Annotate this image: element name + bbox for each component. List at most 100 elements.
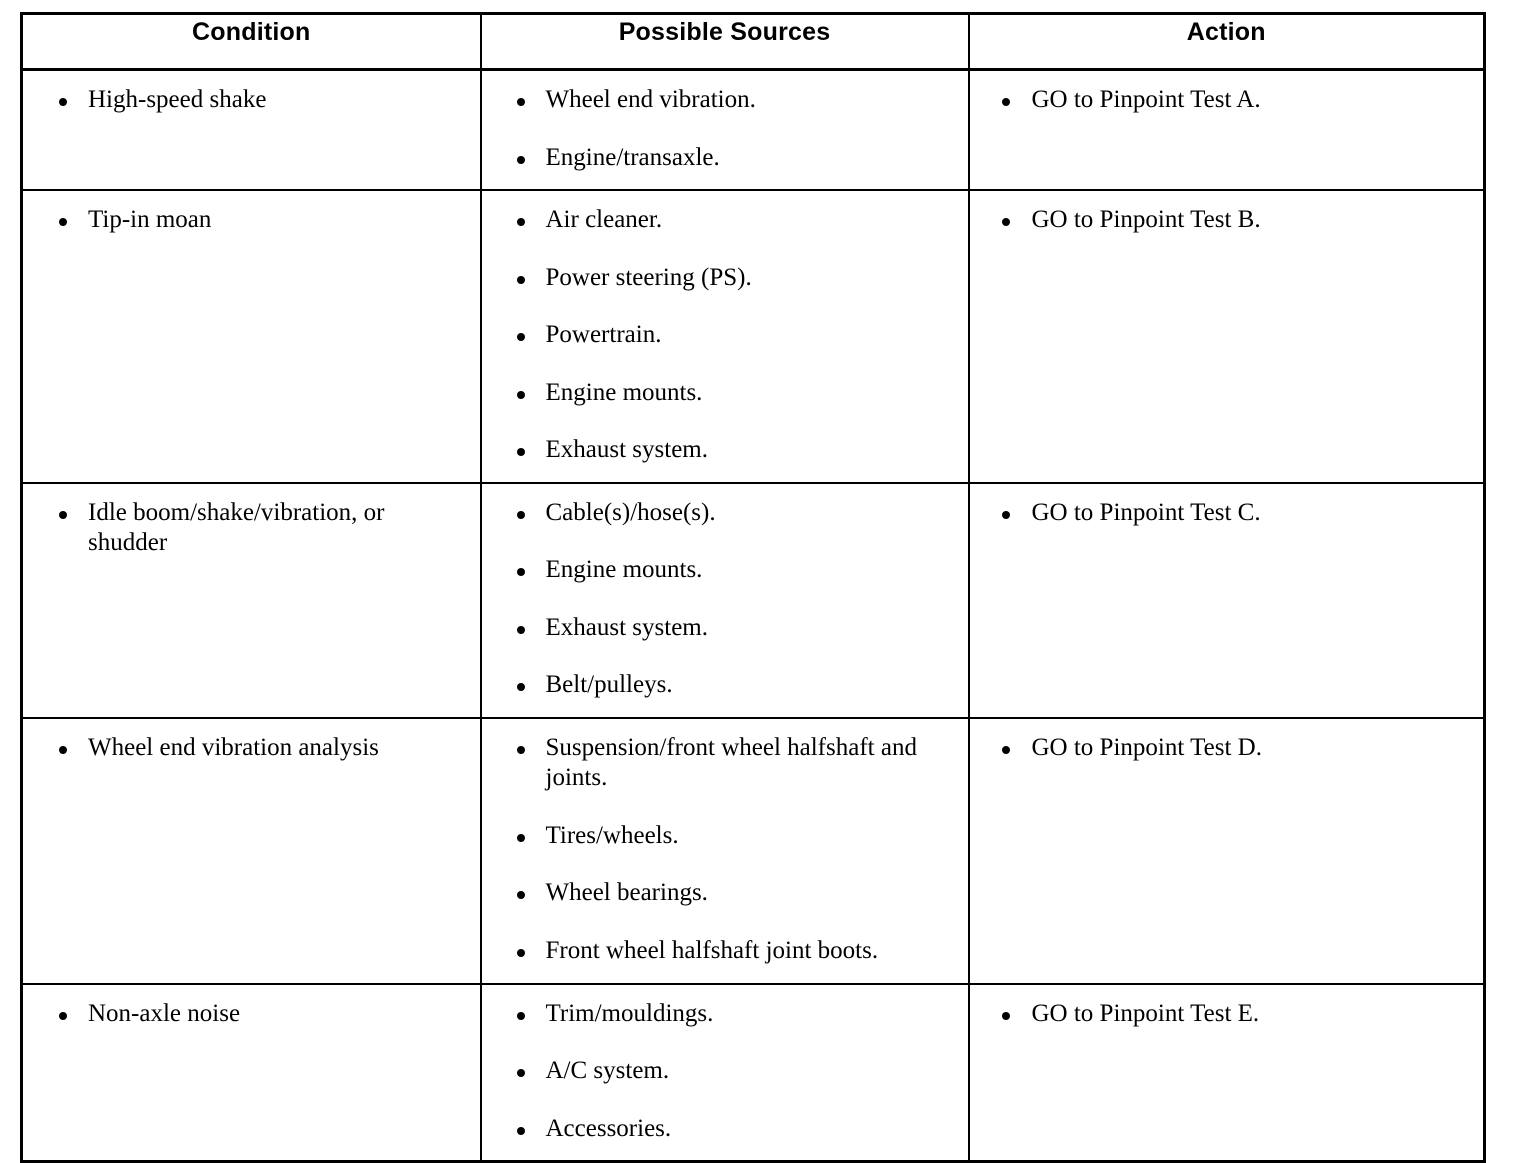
list-item: Trim/mouldings. [492, 999, 958, 1030]
bullet-icon [516, 510, 525, 519]
list-item-label: Exhaust system. [545, 613, 709, 641]
condition-list: High-speed shake [33, 85, 470, 116]
bullet-icon [1001, 510, 1010, 519]
list-item-label: A/C system. [545, 1057, 670, 1084]
cell-possible-sources: Air cleaner. Power steering (PS). Powert… [479, 189, 970, 484]
list-item: High-speed shake [33, 85, 470, 116]
bullet-icon [516, 948, 525, 957]
action-list: GO to Pinpoint Test D. [980, 733, 1474, 764]
list-item-label: Air cleaner. [545, 206, 663, 233]
cell-condition: Wheel end vibration analysis [20, 716, 482, 985]
list-item-label: GO to Pinpoint Test A. [1031, 86, 1261, 113]
list-item: GO to Pinpoint Test E. [980, 999, 1474, 1030]
bullet-icon [516, 448, 525, 456]
list-item-label: Wheel bearings. [545, 879, 708, 906]
action-list: GO to Pinpoint Test E. [980, 999, 1474, 1030]
bullet-icon [516, 390, 525, 399]
cell-condition: Non-axle noise [20, 982, 482, 1163]
bullet-icon [516, 568, 525, 576]
bullet-icon [516, 275, 525, 284]
list-item-label: High-speed shake [88, 86, 267, 113]
cell-action: GO to Pinpoint Test C. [967, 481, 1486, 719]
list-item: Wheel end vibration. [492, 85, 958, 116]
bullet-icon [1001, 745, 1010, 754]
cell-possible-sources: Wheel end vibration. Engine/transaxle. [479, 68, 970, 191]
cell-possible-sources: Suspension/front wheel halfshaft and joi… [479, 716, 970, 985]
sources-list: Cable(s)/hose(s). Engine mounts. Exhaust… [492, 498, 958, 701]
list-item: Wheel bearings. [492, 878, 958, 909]
list-item: GO to Pinpoint Test D. [980, 733, 1474, 764]
list-item: A/C system. [492, 1056, 958, 1087]
action-list: GO to Pinpoint Test C. [980, 498, 1474, 529]
list-item-label: Engine/transaxle. [545, 143, 720, 171]
bullet-icon [59, 745, 67, 754]
list-item-label: GO to Pinpoint Test E. [1031, 999, 1260, 1027]
list-item-label: Non-axle noise [88, 999, 241, 1027]
bullet-icon [516, 1069, 525, 1077]
sources-list: Suspension/front wheel halfshaft and joi… [492, 733, 958, 967]
list-item: GO to Pinpoint Test C. [980, 498, 1474, 529]
bullet-icon [59, 218, 67, 226]
condition-list: Tip-in moan [33, 205, 470, 236]
list-item-label: Accessories. [545, 1114, 672, 1142]
bullet-icon [516, 745, 525, 754]
bullet-icon [516, 155, 525, 164]
list-item-label: Exhaust system. [545, 436, 709, 463]
list-item-label: Cable(s)/hose(s). [545, 498, 716, 526]
bullet-icon [516, 625, 525, 634]
list-item: Exhaust system. [492, 435, 958, 466]
header-row: Condition Possible Sources Action [20, 12, 1486, 71]
cell-condition: High-speed shake [20, 68, 482, 191]
list-item: Belt/pulleys. [492, 670, 958, 701]
list-item-label: Trim/mouldings. [545, 999, 714, 1027]
list-item-label: Suspension/front wheel halfshaft and joi… [545, 733, 917, 792]
list-item: Wheel end vibration analysis [33, 733, 470, 764]
diagnostic-symptom-table: Condition Possible Sources Action High-s… [20, 12, 1486, 1163]
list-item: Air cleaner. [492, 205, 958, 236]
column-header-action: Action [967, 12, 1486, 71]
list-item: GO to Pinpoint Test A. [980, 85, 1474, 116]
list-item: Non-axle noise [33, 999, 470, 1030]
table-row: Tip-in moan Air cleaner. [20, 189, 1486, 484]
list-item-label: Wheel end vibration. [545, 86, 756, 113]
condition-list: Idle boom/shake/vibration, or shudder [33, 498, 470, 559]
list-item-label: GO to Pinpoint Test C. [1031, 498, 1261, 526]
list-item: Engine/transaxle. [492, 143, 958, 174]
list-item-label: Engine mounts. [545, 556, 703, 583]
list-item-label: Powertrain. [545, 321, 662, 348]
bullet-icon [516, 218, 525, 226]
cell-action: GO to Pinpoint Test A. [967, 68, 1486, 191]
list-item-label: GO to Pinpoint Test D. [1031, 733, 1262, 761]
cell-possible-sources: Cable(s)/hose(s). Engine mounts. Exhaust… [479, 481, 970, 719]
bullet-icon [516, 833, 525, 842]
table-row: High-speed shake Wheel end vibration. [20, 68, 1486, 191]
bullet-icon [59, 98, 67, 106]
action-list: GO to Pinpoint Test A. [980, 85, 1474, 116]
action-list: GO to Pinpoint Test B. [980, 205, 1474, 236]
list-item: Cable(s)/hose(s). [492, 498, 958, 529]
cell-action: GO to Pinpoint Test D. [967, 716, 1486, 985]
bullet-icon [516, 1011, 525, 1020]
list-item-label: Engine mounts. [545, 378, 703, 406]
list-item-label: Tires/wheels. [545, 821, 679, 849]
list-item: Powertrain. [492, 320, 958, 351]
cell-action: GO to Pinpoint Test E. [967, 982, 1486, 1163]
table-body: High-speed shake Wheel end vibration. [20, 68, 1486, 1163]
list-item-label: Belt/pulleys. [545, 671, 673, 698]
bullet-icon [59, 1011, 67, 1020]
bullet-icon [516, 891, 525, 899]
list-item: GO to Pinpoint Test B. [980, 205, 1474, 236]
bullet-icon [1001, 98, 1010, 106]
document-page: Condition Possible Sources Action High-s… [20, 12, 1486, 1163]
table-row: Wheel end vibration analysis Suspension/… [20, 716, 1486, 985]
table-row: Non-axle noise Trim/mouldings. [20, 982, 1486, 1163]
column-header-possible-sources: Possible Sources [479, 12, 970, 71]
table-header: Condition Possible Sources Action [20, 12, 1486, 71]
cell-condition: Idle boom/shake/vibration, or shudder [20, 481, 482, 719]
bullet-icon [59, 510, 67, 519]
list-item: Accessories. [492, 1114, 958, 1145]
bullet-icon [1001, 1011, 1010, 1020]
bullet-icon [516, 333, 525, 341]
column-header-condition: Condition [20, 12, 482, 71]
bullet-icon [516, 98, 525, 106]
